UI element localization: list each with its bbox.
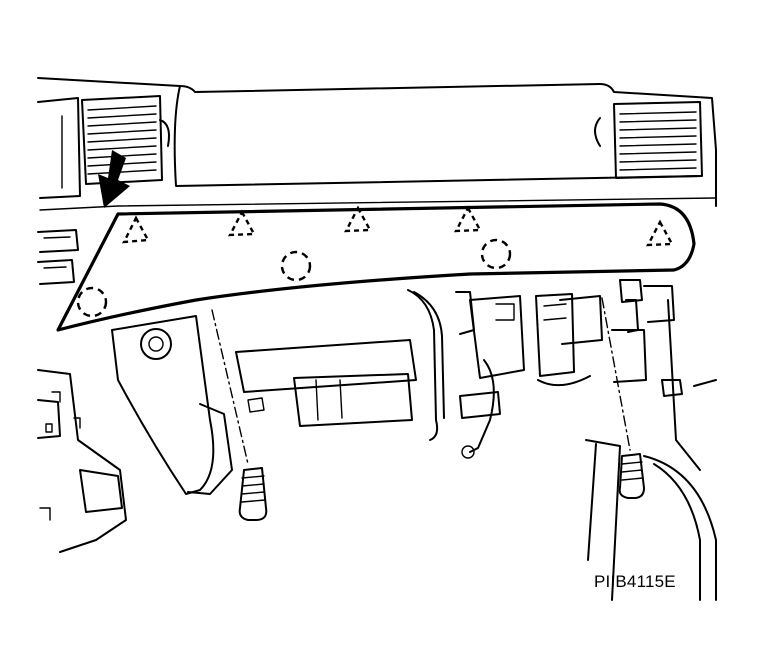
screw-left — [238, 467, 268, 521]
under-dash-components — [235, 289, 603, 459]
instrument-lower-cover-panel — [56, 202, 696, 332]
left-dash-switch-area — [37, 229, 127, 553]
figure-reference-code: PIIB4115E — [594, 572, 676, 591]
screw-leader-lines — [211, 297, 631, 465]
right-air-vent — [594, 101, 703, 179]
clip-triangle-markers — [121, 205, 674, 247]
removal-direction-arrow-icon — [98, 150, 130, 208]
instrument-panel-upper — [37, 77, 717, 211]
ignition-key-cylinder — [111, 315, 233, 495]
screw-right — [618, 453, 645, 499]
clip-circle-markers — [76, 238, 512, 318]
right-side-structure — [585, 279, 717, 601]
left-air-vent — [81, 95, 170, 185]
